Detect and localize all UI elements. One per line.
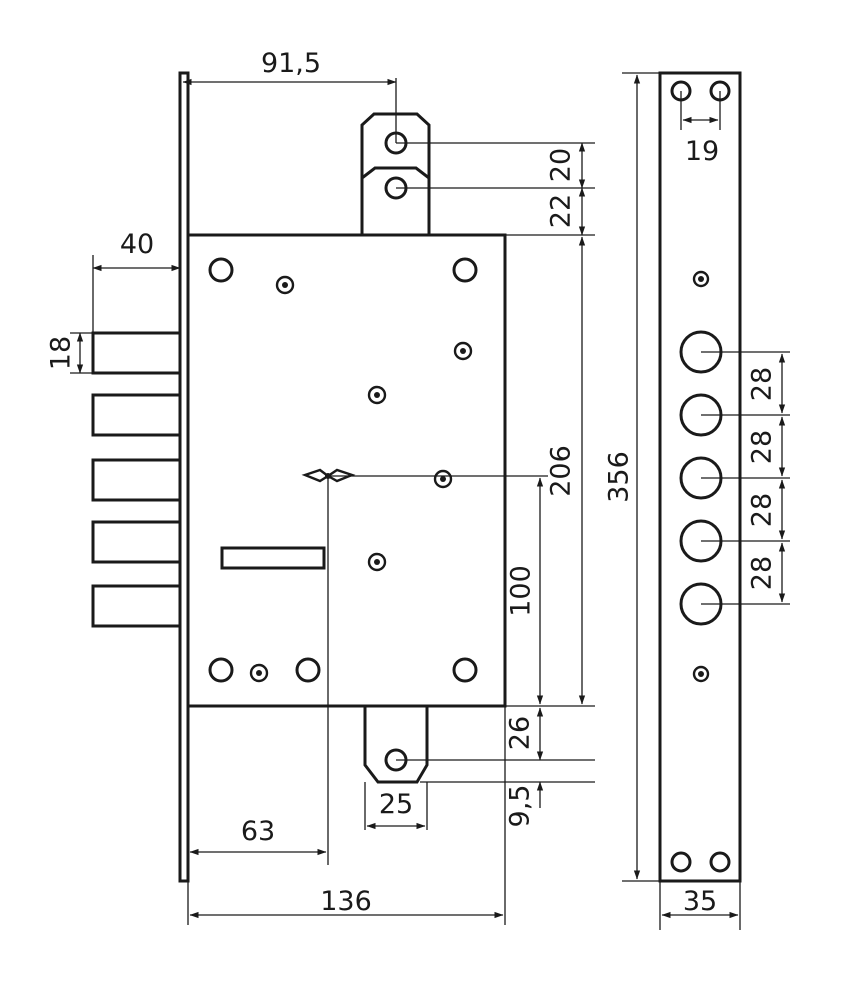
dim-label: 91,5 xyxy=(261,48,321,79)
dim-label: 28 xyxy=(747,430,778,464)
deadbolt xyxy=(91,331,182,375)
dim-label: 35 xyxy=(683,886,717,917)
case-mounting-holes xyxy=(208,257,478,683)
dim-label: 28 xyxy=(747,493,778,527)
cylinder-cutout xyxy=(220,546,326,570)
bottom-hook xyxy=(363,707,429,784)
dimension-faceplate-hole-spacing: 19 xyxy=(680,91,721,167)
deadbolt xyxy=(91,520,182,564)
dimension-case-height: 206 xyxy=(505,236,595,707)
dimension-spindle-height: 100 xyxy=(328,475,548,705)
dim-label: 28 xyxy=(747,367,778,401)
dim-label: 9,5 xyxy=(505,785,536,828)
dimension-bottom-hook: 26 9,5 xyxy=(396,707,595,828)
deadbolt xyxy=(91,584,182,628)
dim-label: 40 xyxy=(120,229,154,260)
dim-label: 100 xyxy=(506,565,537,617)
dimension-bolt-spacing: 28 28 28 28 xyxy=(701,351,790,605)
deadbolts xyxy=(91,331,182,628)
dim-label: 20 xyxy=(546,148,577,182)
dimension-top-hook-offset: 91,5 xyxy=(182,48,397,143)
dim-label: 356 xyxy=(604,451,635,503)
dim-label: 136 xyxy=(320,886,372,917)
deadbolt xyxy=(91,458,182,502)
dimension-faceplate-length: 356 xyxy=(604,72,660,882)
dim-label: 28 xyxy=(747,556,778,590)
lock-case xyxy=(186,233,507,708)
dim-label: 26 xyxy=(505,716,536,750)
case-screws xyxy=(249,275,473,683)
faceplate xyxy=(658,71,742,883)
dimension-backset: 63 xyxy=(189,476,329,865)
deadbolt xyxy=(91,393,182,437)
dimension-faceplate-width: 35 xyxy=(659,881,741,930)
dimension-hook-spacing: 20 22 xyxy=(396,142,595,236)
dim-label: 63 xyxy=(241,816,275,847)
dim-label: 22 xyxy=(546,194,577,228)
dim-label: 25 xyxy=(379,789,413,820)
key-slot xyxy=(301,468,356,483)
dimension-bolt-height: 18 xyxy=(46,332,93,374)
dimension-bottom-hook-width: 25 xyxy=(364,782,428,830)
dimension-case-width: 136 xyxy=(187,706,506,925)
dim-label: 19 xyxy=(685,136,719,167)
dim-label: 206 xyxy=(546,445,577,497)
dimension-bolt-depth: 40 xyxy=(92,229,181,333)
dim-label: 18 xyxy=(46,336,77,370)
